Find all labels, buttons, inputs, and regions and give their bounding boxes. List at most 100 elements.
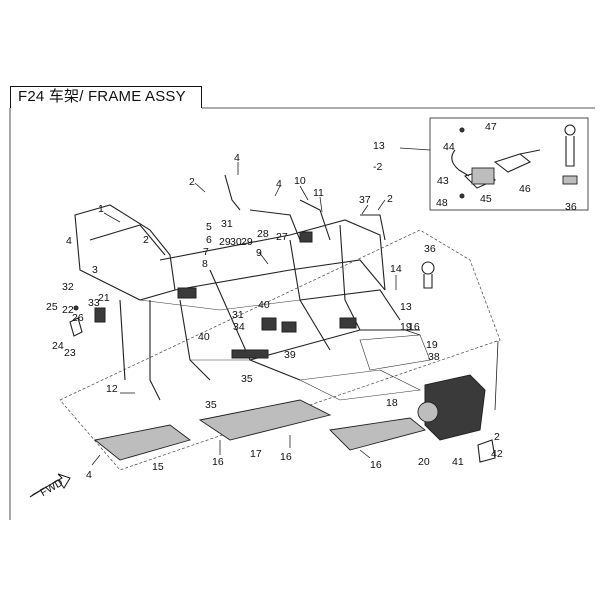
callout-20: 20 — [418, 456, 430, 468]
callout-4: 4 — [276, 178, 282, 190]
leader-13-inset — [399, 147, 431, 151]
skid-plate-20 — [329, 417, 426, 451]
hitch-46-part — [493, 149, 541, 173]
callout-19: 19 — [426, 339, 438, 351]
callout-7: 7 — [203, 246, 209, 258]
callout-4: 4 — [234, 152, 240, 164]
callout-2: 2 — [143, 234, 149, 246]
callout-6: 6 — [206, 234, 212, 246]
callout-2: 2 — [189, 176, 195, 188]
callout-36: 36 — [565, 201, 577, 213]
ball-36-part — [564, 124, 576, 136]
clip-22-part — [69, 317, 83, 337]
callout-35: 35 — [241, 373, 253, 385]
callout-16: 16 — [408, 321, 420, 333]
ball-stud-36-part — [565, 136, 575, 167]
skid-plate-18 — [298, 369, 422, 401]
callout-45: 45 — [480, 193, 492, 205]
callout-43: 43 — [437, 175, 449, 187]
mount-bracket-part — [177, 287, 197, 299]
callout-14: 14 — [390, 263, 402, 275]
bolt-25-part — [73, 305, 79, 311]
block-45-part — [471, 167, 495, 185]
callout-46: 46 — [519, 183, 531, 195]
engine-mount-part-2 — [281, 321, 297, 333]
callout-4: 4 — [66, 235, 72, 247]
filter-42-part — [477, 439, 496, 463]
fwd-arrow: FWD — [29, 473, 71, 499]
callout-28: 28 — [257, 228, 269, 240]
callout-29: 29 — [219, 236, 231, 248]
bracket-33-part — [94, 307, 106, 323]
callout-8: 8 — [202, 258, 208, 270]
callout-33: 33 — [88, 297, 100, 309]
skid-plate-15 — [93, 424, 191, 461]
callout-26: 26 — [72, 312, 84, 324]
callout-18: 18 — [386, 397, 398, 409]
callout-4: 4 — [86, 469, 92, 481]
nut-48-part — [459, 193, 465, 199]
callout-40: 40 — [258, 299, 270, 311]
callout-13: 13 — [400, 301, 412, 313]
footwell-19 — [359, 334, 431, 371]
main-frame — [74, 174, 420, 401]
callout-37: 37 — [359, 194, 371, 206]
callout-31: 31 — [232, 309, 244, 321]
upper-bracket-part — [299, 231, 313, 243]
callout-40: 40 — [198, 331, 210, 343]
bolt-47-part — [459, 127, 465, 133]
callout-48: 48 — [436, 197, 448, 209]
inset-box — [429, 117, 589, 211]
callout-3: 3 — [92, 264, 98, 276]
callout-10: 10 — [294, 175, 306, 187]
callout-27: 27 — [276, 231, 288, 243]
callout-39: 39 — [284, 349, 296, 361]
title-box — [10, 86, 202, 108]
callout-31: 31 — [221, 218, 233, 230]
callout-19: 19 — [400, 321, 412, 333]
callout-30: 30 — [230, 236, 242, 248]
callout-16: 16 — [212, 456, 224, 468]
callout-2: 2 — [387, 193, 393, 205]
callout-22: 22 — [62, 304, 74, 316]
callout-42: 42 — [491, 448, 503, 460]
callout-25: 25 — [46, 301, 58, 313]
callout-47: 47 — [485, 121, 497, 133]
ball-stud-main-part — [423, 274, 433, 289]
crossmember-39-part — [231, 349, 269, 359]
callout-minus-2: -2 — [373, 161, 382, 173]
callout-32: 32 — [62, 281, 74, 293]
callout-38: 38 — [428, 351, 440, 363]
callout-5: 5 — [206, 221, 212, 233]
airbox-inlet-part — [417, 401, 439, 423]
callout-44: 44 — [443, 141, 455, 153]
airbox-41-part — [424, 374, 486, 441]
callout-34: 34 — [233, 321, 245, 333]
callout-9: 9 — [256, 247, 262, 259]
callout-41: 41 — [452, 456, 464, 468]
callout-17: 17 — [250, 448, 262, 460]
callout-36: 36 — [424, 243, 436, 255]
callout-23: 23 — [64, 347, 76, 359]
callout-11: 11 — [313, 187, 324, 199]
callout-21: 21 — [98, 292, 110, 304]
callout-16: 16 — [370, 459, 382, 471]
rear-mount-part — [339, 317, 357, 329]
callout-2: 2 — [494, 431, 500, 443]
skid-plate-17 — [198, 399, 332, 441]
callout-15: 15 — [152, 461, 164, 473]
callout-1: 1 — [98, 203, 104, 215]
engine-mount-part — [261, 317, 277, 331]
page-title: F24 车架/ FRAME ASSY — [18, 88, 186, 105]
leader-lines — [91, 162, 499, 466]
callout-12: 12 — [106, 383, 118, 395]
ball-36-main-part — [421, 261, 435, 275]
callout-24: 24 — [52, 340, 64, 352]
assembly-envelope — [59, 229, 501, 471]
callout-29: 29 — [241, 236, 253, 248]
callout-35: 35 — [205, 399, 217, 411]
callout-16: 16 — [280, 451, 292, 463]
callout-13: 13 — [373, 140, 385, 152]
nut-36-part — [562, 175, 578, 185]
